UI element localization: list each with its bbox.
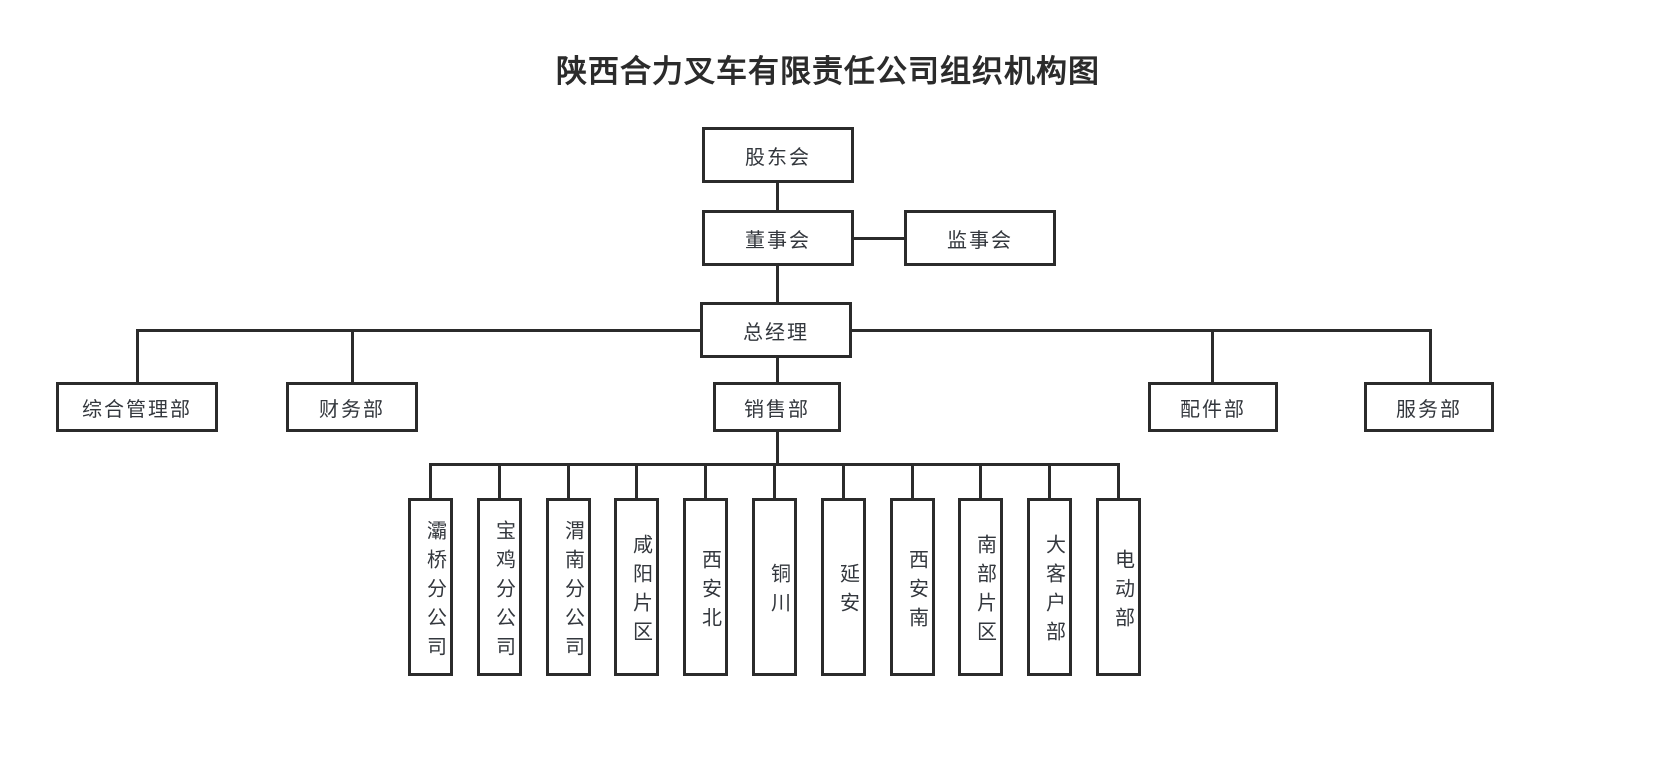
node-shareholders[interactable]: 股东会 — [702, 127, 854, 183]
node-general-manager[interactable]: 总经理 — [700, 302, 852, 358]
drop-to-branch — [842, 463, 845, 498]
node-branch[interactable]: 咸阳片区 — [613, 498, 659, 676]
node-branch[interactable]: 南部片区 — [957, 498, 1003, 676]
node-branch[interactable]: 西安北 — [682, 498, 728, 676]
drop-to-admin — [136, 329, 139, 383]
drop-to-branch — [911, 463, 914, 498]
node-board-of-directors[interactable]: 董事会 — [702, 210, 854, 266]
drop-to-branch — [567, 463, 570, 498]
node-branch[interactable]: 西安南 — [889, 498, 935, 676]
node-branch[interactable]: 大客户部 — [1026, 498, 1072, 676]
drop-to-parts — [1211, 329, 1214, 383]
node-supervisory-board[interactable]: 监事会 — [904, 210, 1056, 266]
page-title: 陕西合力叉车有限责任公司组织机构图 — [556, 54, 1100, 89]
node-branch[interactable]: 渭南分公司 — [545, 498, 591, 676]
drop-to-branch — [979, 463, 982, 498]
drop-to-branch — [429, 463, 432, 498]
node-branch[interactable]: 电动部 — [1095, 498, 1141, 676]
department-bus-left — [136, 329, 702, 332]
drop-to-service — [1429, 329, 1432, 383]
drop-to-branch — [1048, 463, 1051, 498]
node-general-admin-dept[interactable]: 综合管理部 — [56, 382, 218, 432]
drop-to-finance — [351, 329, 354, 383]
drop-to-branch — [635, 463, 638, 498]
connector-shareholders-to-board — [776, 183, 779, 210]
drop-to-branch — [773, 463, 776, 498]
connector-sales-to-branch-bus — [776, 432, 779, 464]
drop-to-branch — [1117, 463, 1120, 498]
node-branch[interactable]: 延安 — [820, 498, 866, 676]
drop-to-branch — [498, 463, 501, 498]
node-branch[interactable]: 宝鸡分公司 — [476, 498, 522, 676]
node-branch[interactable]: 铜川 — [751, 498, 797, 676]
node-sales-dept[interactable]: 销售部 — [713, 382, 841, 432]
node-finance-dept[interactable]: 财务部 — [286, 382, 418, 432]
connector-board-to-general-manager — [776, 266, 779, 302]
node-parts-dept[interactable]: 配件部 — [1148, 382, 1278, 432]
node-branch[interactable]: 灞桥分公司 — [407, 498, 453, 676]
drop-to-sales — [776, 358, 779, 383]
drop-to-branch — [704, 463, 707, 498]
department-bus-right — [852, 329, 1432, 332]
node-service-dept[interactable]: 服务部 — [1364, 382, 1494, 432]
connector-board-to-supervisors — [854, 237, 904, 240]
